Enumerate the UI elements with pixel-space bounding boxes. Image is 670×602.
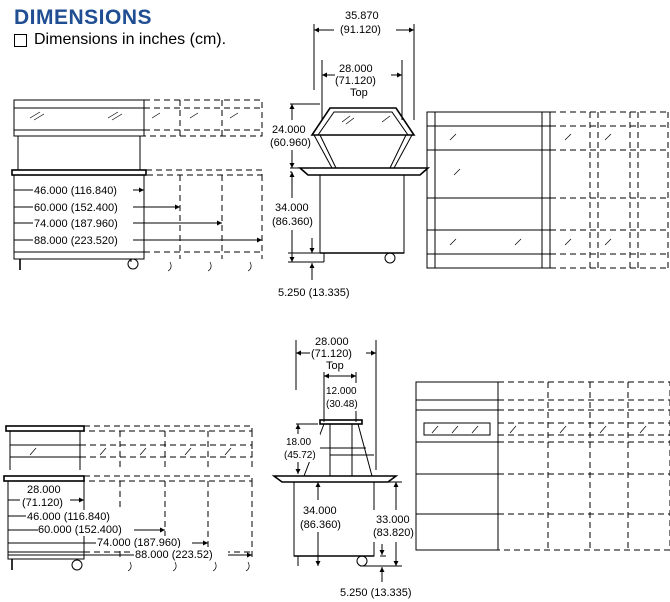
- shelf-height-cm: (45.72): [284, 450, 316, 461]
- top-length-60: 60.000 (152.400): [34, 202, 118, 214]
- counter-height-in: 34.000: [275, 202, 309, 214]
- subtitle: Dimensions in inches (cm).: [14, 31, 226, 49]
- bottom-depth-in: 28.000: [27, 484, 61, 496]
- page-title: DIMENSIONS: [14, 6, 153, 29]
- counter-height-cm: (86.360): [272, 216, 313, 228]
- bottom-counter-height-in: 34.000: [303, 505, 337, 517]
- bottom-plan-view: [415, 381, 670, 551]
- top-side-view: 46.000 (116.840) 60.000 (152.400) 74.000…: [11, 99, 263, 272]
- caster-height: 5.250 (13.335): [278, 287, 350, 299]
- top-length-46: 46.000 (116.840): [34, 185, 117, 197]
- overall-width-in: 35.870: [345, 10, 379, 22]
- top-end-view: 35.870 (91.120) 28.000 (71.120) Top 24.0…: [270, 9, 431, 299]
- shelf-width-in: 12.000: [326, 386, 357, 397]
- bottom-side-view: 28.000 (71.120) 46.000 (116.840) 60.000 …: [3, 425, 253, 572]
- shelf-width-cm: (30.48): [326, 399, 358, 410]
- bottom-caster-height: 5.250 (13.335): [340, 587, 412, 599]
- top-width-in: 28.000: [339, 63, 373, 75]
- top-width-cm: (71.120): [335, 75, 376, 87]
- shelf-height-in: 18.00: [286, 437, 311, 448]
- bottom-length-60: 60.000 (152.400): [38, 524, 122, 536]
- top-length-74: 74.000 (187.960): [34, 218, 118, 230]
- bottom-counter-height-cm: (86.360): [300, 519, 341, 531]
- bottom-depth-cm: (71.120): [22, 497, 63, 509]
- bottom-length-74: 74.000 (187.960): [97, 537, 181, 549]
- overall-width-cm: (91.120): [340, 24, 381, 36]
- bottom-end-view: 28.000 (71.120) Top 12.000 (30.48) 18.00…: [271, 333, 418, 599]
- bottom-top-label: Top: [326, 360, 344, 372]
- top-length-88: 88.000 (223.520): [34, 235, 118, 247]
- body-height-in: 33.000: [376, 514, 410, 526]
- subtitle-text: Dimensions in inches (cm).: [34, 31, 227, 48]
- top-plan-view: [426, 111, 670, 269]
- sneeze-guard-height-in: 24.000: [272, 124, 306, 136]
- bottom-length-88: 88.000 (223.52): [135, 549, 213, 561]
- bottom-length-46: 46.000 (116.840): [27, 511, 110, 523]
- bottom-top-width-in: 28.000: [315, 336, 349, 348]
- sneeze-guard-height-cm: (60.960): [270, 137, 311, 149]
- body-height-cm: (83.820): [373, 527, 414, 539]
- checkbox-icon: [14, 33, 27, 47]
- bottom-top-width-cm: (71.120): [311, 348, 352, 360]
- top-label: Top: [350, 87, 368, 99]
